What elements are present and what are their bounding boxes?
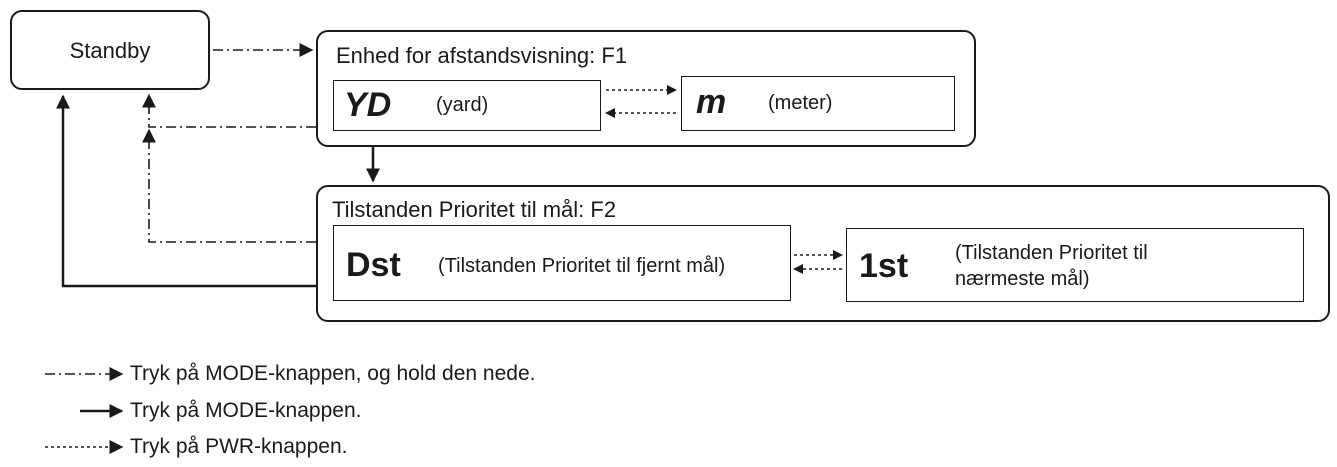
yard-option-box: YD (yard) (333, 80, 601, 131)
dst-description: (Tilstanden Prioritet til fjernt mål) (438, 255, 726, 277)
dst-option-box: Dst (Tilstanden Prioritet til fjernt mål… (333, 225, 791, 301)
yard-description: (yard) (436, 94, 489, 116)
legend-press-mode-text: Tryk på MODE-knappen. (130, 399, 362, 422)
legend-hold-mode-text: Tryk på MODE-knappen, og hold den nede. (130, 362, 536, 385)
first-symbol: 1st (859, 247, 909, 285)
first-description-line1: (Tilstanden Prioritet til (955, 242, 1148, 264)
first-option-box: 1st (Tilstanden Prioritet til nærmeste m… (846, 228, 1304, 302)
f2-to-standby-press-arrow (56, 94, 316, 288)
standby-box: Standby (10, 10, 210, 90)
dst-symbol: Dst (346, 246, 401, 284)
meter-description: (meter) (768, 92, 833, 114)
legend-press-pwr-text: Tryk på PWR-knappen. (130, 435, 348, 458)
meter-symbol: m (696, 83, 727, 121)
f2-to-standby-hold-arrow (142, 128, 316, 243)
first-description-line2: nærmeste mål) (955, 268, 1090, 290)
f2-title: Tilstanden Prioritet til mål: F2 (332, 197, 617, 222)
standby-label: Standby (69, 38, 151, 63)
f1-to-standby-arrow (142, 93, 316, 128)
f1-title: Enhed for afstandsvisning: F1 (336, 43, 628, 68)
yard-symbol: YD (344, 86, 392, 124)
meter-option-box: m (meter) (681, 76, 955, 131)
